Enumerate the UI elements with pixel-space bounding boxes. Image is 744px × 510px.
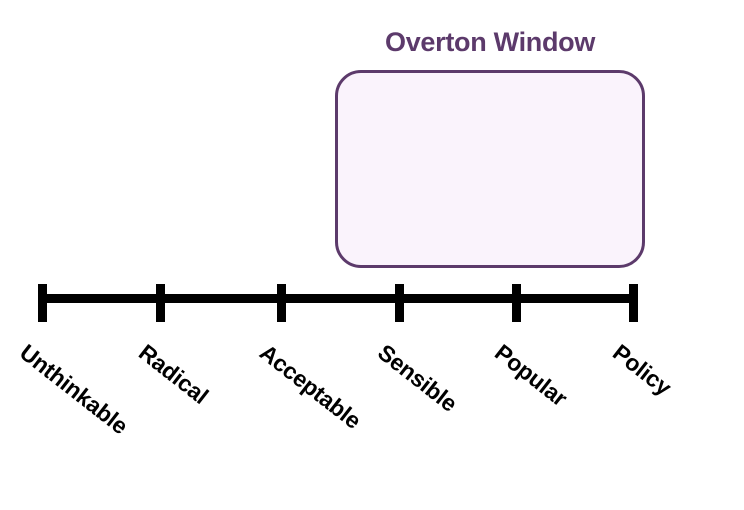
axis-label-unthinkable: Unthinkable [14, 339, 133, 440]
axis-line [40, 294, 635, 303]
axis-label-acceptable: Acceptable [254, 339, 367, 434]
overton-window-box [335, 70, 645, 268]
axis-label-radical: Radical [133, 339, 214, 410]
axis-label-policy: Policy [607, 339, 677, 401]
axis-tick-unthinkable [38, 284, 47, 322]
axis-tick-sensible [395, 284, 404, 322]
axis-tick-acceptable [277, 284, 286, 322]
axis-tick-policy [629, 284, 638, 322]
axis-tick-radical [156, 284, 165, 322]
axis-label-popular: Popular [489, 339, 573, 412]
axis-tick-popular [512, 284, 521, 322]
axis-label-sensible: Sensible [372, 339, 463, 417]
page-title: Overton Window [385, 27, 596, 57]
